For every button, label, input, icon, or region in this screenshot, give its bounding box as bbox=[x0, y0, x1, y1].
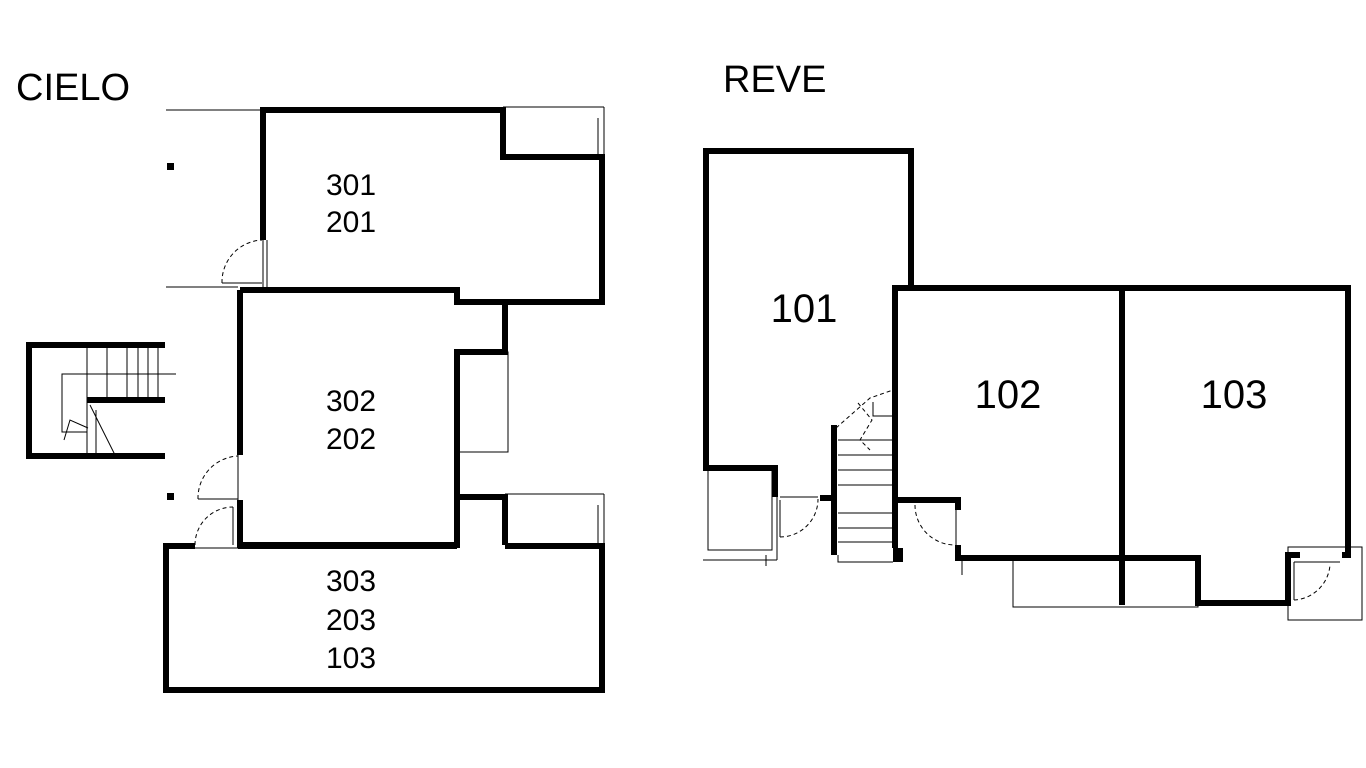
unit-label: 301 bbox=[326, 169, 376, 202]
unit-label: 203 bbox=[326, 604, 376, 637]
unit-label: 103 bbox=[1201, 373, 1268, 417]
unit-label: 102 bbox=[975, 373, 1042, 417]
reve-unit-102: 102 bbox=[892, 285, 1199, 608]
cielo-unit-303-203-103: 303 203 103 bbox=[163, 543, 605, 693]
unit-label: 103 bbox=[326, 642, 376, 675]
unit-label: 202 bbox=[326, 423, 376, 456]
building-title-cielo: CIELO bbox=[16, 67, 130, 109]
column-marker bbox=[167, 163, 174, 170]
reve-unit-101: 101 bbox=[703, 148, 914, 566]
unit-label: 302 bbox=[326, 385, 376, 418]
cielo-unit-301-201: 301 201 bbox=[166, 106, 605, 305]
cielo-staircase bbox=[26, 163, 176, 500]
column-marker bbox=[167, 493, 174, 500]
unit-label: 303 bbox=[326, 565, 376, 598]
unit-label: 101 bbox=[771, 287, 838, 331]
unit-label: 201 bbox=[326, 206, 376, 239]
cielo-unit-302-202: 302 202 bbox=[194, 290, 605, 548]
building-title-reve: REVE bbox=[723, 59, 826, 101]
reve-staircase bbox=[831, 389, 903, 563]
reve-unit-103: 103 bbox=[1119, 285, 1363, 621]
